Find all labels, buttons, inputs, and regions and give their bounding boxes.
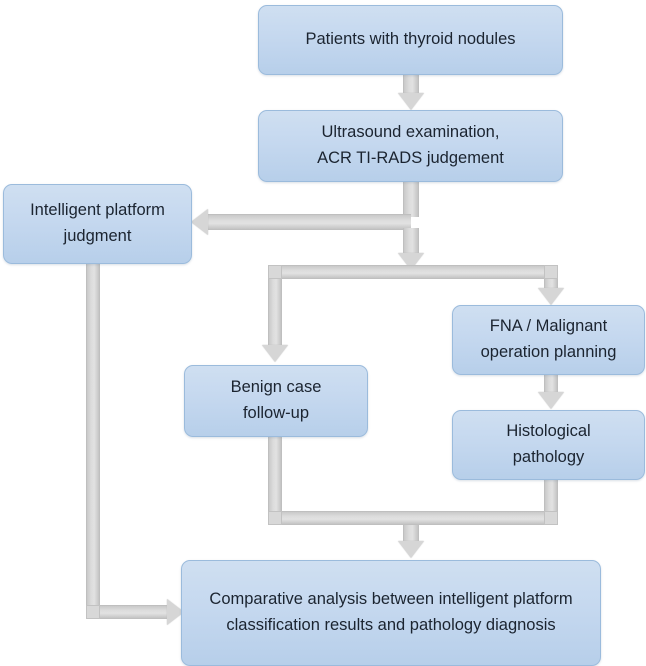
- branch-merge-bar: [268, 511, 558, 525]
- branch-split-bar: [268, 265, 558, 279]
- branch-split-right-joint: [544, 265, 558, 279]
- node-comparative-analysis[interactable]: Comparative analysis between intelligent…: [181, 560, 601, 666]
- node-intelligent-platform-judgment[interactable]: Intelligent platform judgment: [3, 184, 192, 264]
- edge-ultrasound-to-intelligent-platform-shaft: [208, 214, 411, 230]
- node-histological-pathology-label: Histological pathology: [506, 422, 591, 466]
- node-patients-label: Patients with thyroid nodules: [305, 30, 516, 49]
- edge-histological-to-merge-shaft: [544, 480, 558, 519]
- edge-split-to-benign-arrowhead: [262, 345, 288, 362]
- branch-split-left-joint: [268, 265, 282, 279]
- edge-patients-to-ultrasound-shaft: [403, 75, 419, 95]
- edge-ultrasound-to-intelligent-platform-arrowhead: [191, 209, 208, 235]
- edge-split-to-benign-shaft: [268, 279, 282, 347]
- edge-intelligent-platform-to-comparative-horizontal: [86, 605, 168, 619]
- edge-merge-to-comparative-shaft: [403, 525, 419, 543]
- node-benign-case-followup[interactable]: Benign case follow-up: [184, 365, 368, 437]
- node-histological-pathology[interactable]: Histological pathology: [452, 410, 645, 480]
- edge-split-to-fna-arrowhead: [538, 288, 564, 305]
- node-ultrasound-examination-label: Ultrasound examination, ACR TI-RADS judg…: [317, 123, 504, 167]
- branch-merge-right-joint: [544, 511, 558, 525]
- node-intelligent-platform-judgment-label: Intelligent platform judgment: [30, 201, 165, 245]
- node-patients[interactable]: Patients with thyroid nodules: [258, 5, 563, 75]
- node-fna-malignant-operation-planning-label: FNA / Malignant operation planning: [480, 317, 617, 361]
- node-ultrasound-examination[interactable]: Ultrasound examination, ACR TI-RADS judg…: [258, 110, 563, 182]
- edge-ultrasound-trunk-upper: [403, 182, 419, 217]
- edge-intelligent-platform-to-comparative-elbow-joint: [86, 605, 100, 619]
- edge-ultrasound-trunk-lower: [403, 228, 419, 255]
- node-comparative-analysis-label: Comparative analysis between intelligent…: [209, 590, 573, 634]
- node-fna-malignant-operation-planning[interactable]: FNA / Malignant operation planning: [452, 305, 645, 375]
- edge-intelligent-platform-to-comparative-arrowhead: [167, 599, 184, 625]
- node-benign-case-followup-label: Benign case follow-up: [230, 378, 322, 422]
- edge-fna-to-histological-arrowhead: [538, 392, 564, 409]
- edge-intelligent-platform-to-comparative-vertical: [86, 264, 100, 605]
- edge-merge-to-comparative-arrowhead: [398, 541, 424, 558]
- edge-patients-to-ultrasound-arrowhead: [398, 93, 424, 110]
- edge-fna-to-histological-shaft: [544, 375, 558, 394]
- edge-benign-to-merge-shaft: [268, 437, 282, 519]
- branch-merge-left-joint: [268, 511, 282, 525]
